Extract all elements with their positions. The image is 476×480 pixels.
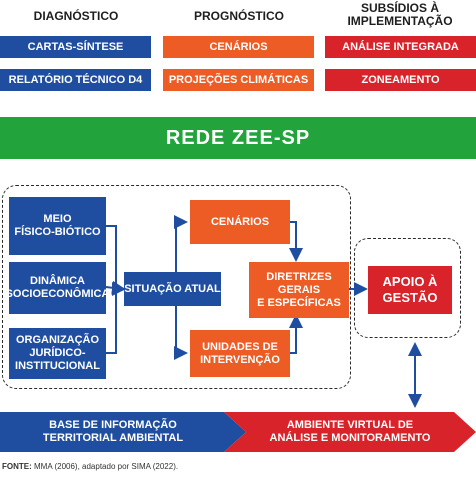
diretrizes-line2: GERAIS bbox=[277, 283, 321, 296]
arrow-situacao-to-unidades bbox=[174, 306, 188, 360]
base-line2: TERRITORIAL AMBIENTAL bbox=[42, 432, 184, 444]
org-line2: JURÍDICO- bbox=[29, 347, 86, 359]
source-text: MMA (2006), adaptado por SIMA (2022). bbox=[34, 462, 179, 471]
box-analise-integrada: ANÁLISE INTEGRADA bbox=[325, 36, 476, 58]
source-note: FONTE: MMA (2006), adaptado por SIMA (20… bbox=[2, 462, 178, 471]
arrow-situacao-to-cenarios bbox=[174, 215, 188, 272]
box-diretrizes: DIRETRIZES GERAIS E ESPECÍFICAS bbox=[249, 262, 349, 318]
label-base-informacao: BASE DE INFORMAÇÃO TERRITORIAL AMBIENTAL bbox=[0, 412, 226, 452]
apoio-line1: APOIO À bbox=[382, 274, 438, 289]
box-dinamica-socioeconomica: DINÂMICA SOCIOECONÔMICA bbox=[6, 262, 109, 314]
header-subsidios-line2: IMPLEMENTAÇÃO bbox=[347, 14, 453, 28]
org-line3: INSTITUCIONAL bbox=[15, 360, 100, 372]
label-ambiente-virtual: AMBIENTE VIRTUAL DE ANÁLISE E MONITORAME… bbox=[244, 412, 456, 452]
unidades-line1: UNIDADES DE bbox=[202, 340, 278, 353]
bar-base-informacao bbox=[0, 412, 246, 452]
header-prognostico: PROGNÓSTICO bbox=[193, 9, 284, 23]
box-meio-fisico-biotico: MEIO FÍSICO-BIÓTICO bbox=[9, 197, 106, 255]
arrow-dinamica-to-situacao bbox=[105, 280, 126, 295]
header-subsidios-line1: SUBSÍDIOS À bbox=[360, 1, 439, 15]
dinamica-line1: DINÂMICA bbox=[30, 275, 85, 287]
org-line1: ORGANIZAÇÃO bbox=[15, 334, 100, 346]
meio-line2: FÍSICO-BIÓTICO bbox=[14, 226, 101, 238]
box-apoio-gestao: APOIO À GESTÃO bbox=[368, 266, 452, 314]
box-cenarios-top: CENÁRIOS bbox=[163, 36, 314, 58]
meio-line1: MEIO bbox=[43, 213, 72, 225]
box-cenarios-flow: CENÁRIOS bbox=[190, 200, 290, 244]
box-zoneamento: ZONEAMENTO bbox=[325, 69, 476, 91]
unidades-line2: INTERVENÇÃO bbox=[200, 353, 280, 366]
box-organizacao-juridico-institucional: ORGANIZAÇÃO JURÍDICO- INSTITUCIONAL bbox=[9, 328, 106, 379]
arrow-org-to-situacao bbox=[106, 289, 117, 354]
diretrizes-line3: E ESPECÍFICAS bbox=[257, 296, 341, 309]
ambiente-line1: AMBIENTE VIRTUAL DE bbox=[286, 419, 414, 431]
arrow-cenarios-to-diretrizes bbox=[289, 221, 303, 262]
header-diagnostico: DIAGNÓSTICO bbox=[33, 9, 119, 23]
source-label: FONTE: bbox=[2, 462, 32, 471]
box-relatorio-tecnico: RELATÓRIO TÉCNICO D4 bbox=[0, 69, 151, 91]
dinamica-line2: SOCIOECONÔMICA bbox=[5, 288, 110, 300]
box-unidades-intervencao: UNIDADES DE INTERVENÇÃO bbox=[190, 330, 290, 377]
box-cartas-sintese: CARTAS-SÍNTESE bbox=[0, 36, 151, 58]
banner-rede-zee-sp: REDE ZEE-SP bbox=[0, 117, 476, 159]
box-situacao-atual: SITUAÇÃO ATUAL bbox=[124, 272, 221, 306]
diretrizes-line1: DIRETRIZES bbox=[266, 270, 332, 283]
flow-container bbox=[2, 185, 351, 389]
arrow-unidades-to-diretrizes bbox=[289, 314, 303, 354]
base-line1: BASE DE INFORMAÇÃO bbox=[49, 419, 177, 431]
box-projecoes-climaticas: PROJEÇÕES CLIMÁTICAS bbox=[163, 69, 314, 91]
ambiente-line2: ANÁLISE E MONITORAMENTO bbox=[269, 432, 431, 444]
apoio-line2: GESTÃO bbox=[382, 290, 438, 305]
bar-ambiente-virtual bbox=[224, 412, 476, 452]
header-subsidios: SUBSÍDIOS À IMPLEMENTAÇÃO bbox=[324, 2, 476, 28]
